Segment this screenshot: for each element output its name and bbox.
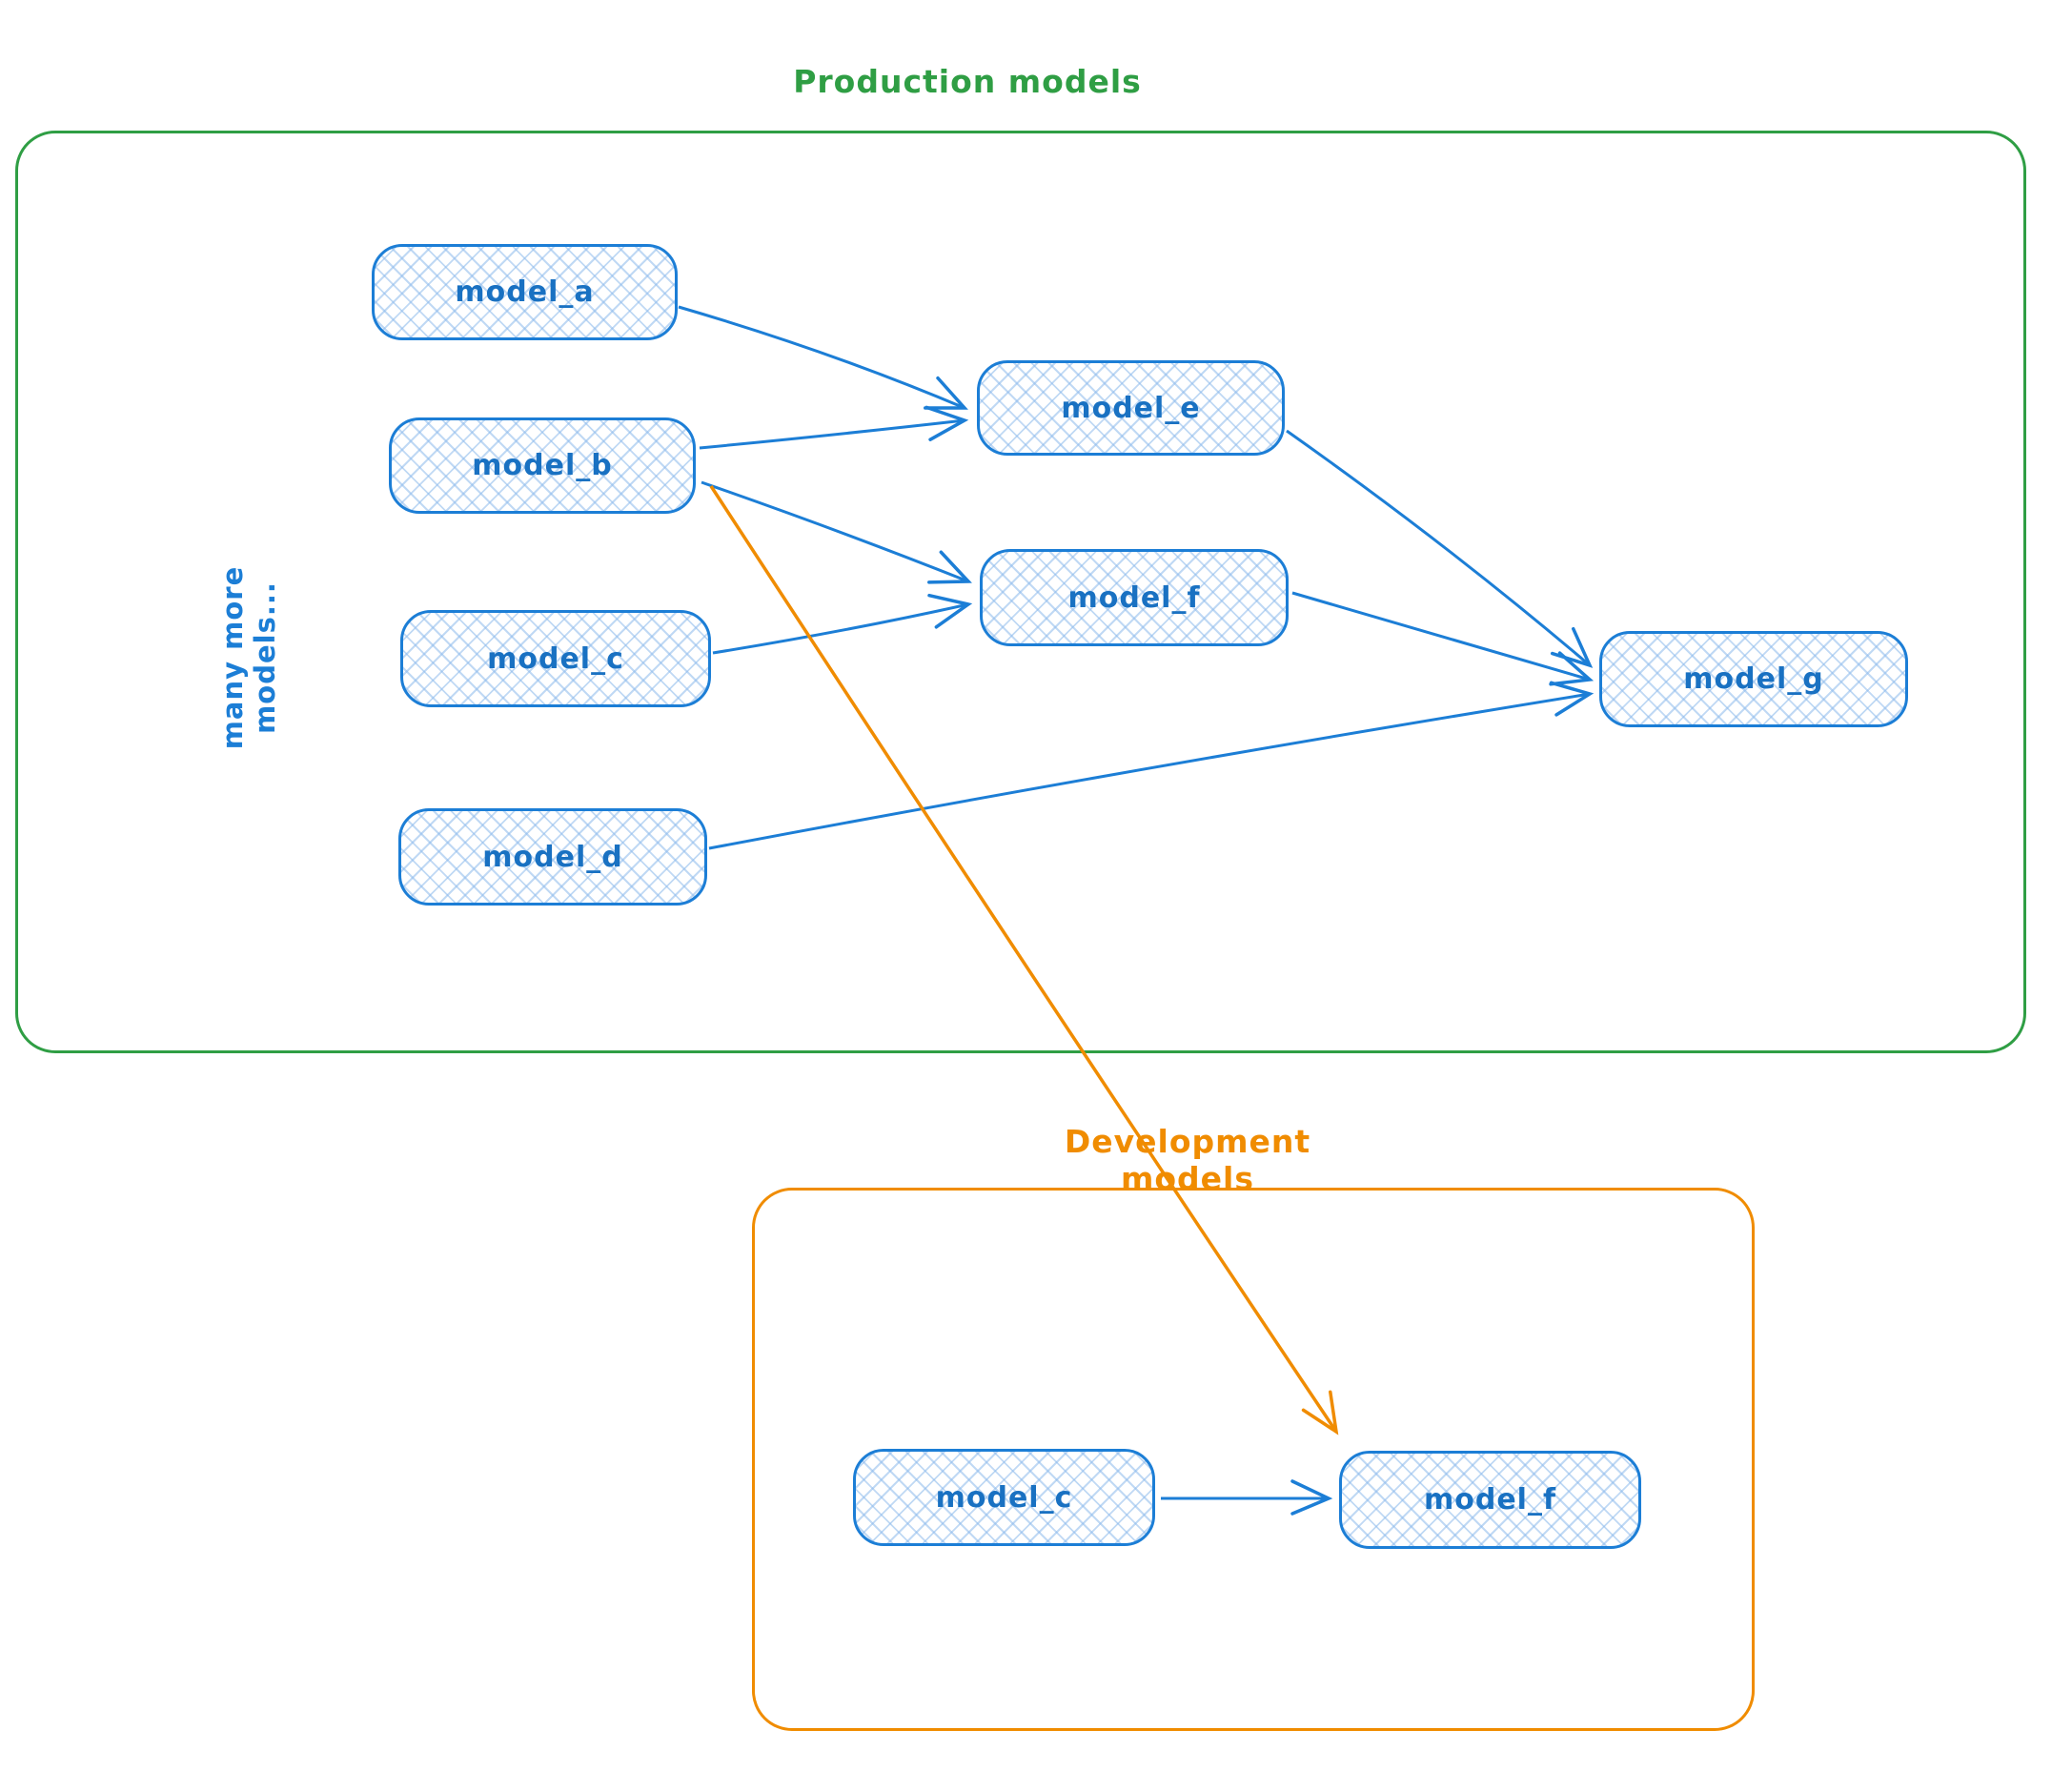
node-model_b-label: model_b xyxy=(472,449,613,482)
development-group-title: Development models xyxy=(1064,1123,1311,1197)
many-more-models-label: many more models... xyxy=(216,565,281,750)
node-model_d[interactable]: model_d xyxy=(398,808,707,906)
node-model_a-label: model_a xyxy=(455,275,595,309)
node-model_f-label: model_f xyxy=(1067,580,1201,615)
node-dev-model_f[interactable]: model_f xyxy=(1339,1451,1641,1549)
production-group-title: Production models xyxy=(793,63,1142,100)
node-dev-model_f-label: model_f xyxy=(1423,1483,1557,1517)
node-model_d-label: model_d xyxy=(482,840,623,874)
node-model_g[interactable]: model_g xyxy=(1599,631,1908,727)
node-model_c[interactable]: model_c xyxy=(400,610,711,707)
node-model_c-label: model_c xyxy=(487,641,624,676)
node-model_b[interactable]: model_b xyxy=(389,417,696,514)
node-dev-model_c[interactable]: model_c xyxy=(853,1449,1155,1546)
node-model_f[interactable]: model_f xyxy=(980,549,1289,646)
node-model_g-label: model_g xyxy=(1683,662,1824,696)
node-dev-model_c-label: model_c xyxy=(935,1480,1073,1515)
node-model_a[interactable]: model_a xyxy=(372,244,678,340)
node-model_e[interactable]: model_e xyxy=(977,360,1285,456)
node-model_e-label: model_e xyxy=(1061,391,1201,425)
